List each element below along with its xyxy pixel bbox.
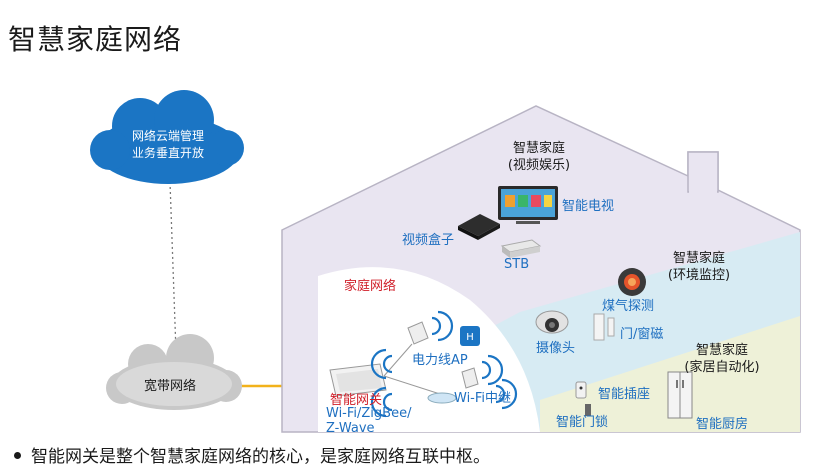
wifi-repeater-label: Wi-Fi中继 <box>454 391 512 406</box>
smart-plug-icon <box>575 381 587 399</box>
cloud-label-line2: 业务垂直开放 <box>131 146 204 160</box>
powerline-ap-icon <box>407 321 429 345</box>
gas-detector-icon <box>618 268 646 296</box>
svg-text:H: H <box>466 332 474 343</box>
entertainment-zone-label: 智慧家庭 (视频娱乐) <box>500 140 578 174</box>
door-sensor-icon <box>593 313 615 341</box>
automation-zone-subtitle: (家居自动化) <box>684 360 760 375</box>
entertainment-zone-subtitle: (视频娱乐) <box>507 158 571 173</box>
wifi-waves-icon <box>370 310 518 418</box>
bullet-dot <box>14 451 21 459</box>
router-icon <box>427 392 457 404</box>
page-title: 智慧家庭网络 <box>8 23 183 56</box>
wifi-repeater-icon <box>461 367 479 389</box>
smart-lock-icon <box>585 404 591 416</box>
homeplug-logo-icon: H <box>460 326 480 346</box>
automation-zone-label: 智慧家庭 (家居自动化) <box>676 342 768 376</box>
camera-icon <box>535 310 569 334</box>
video-box-label: 视频盒子 <box>402 233 455 248</box>
door-sensor-label: 门/窗磁 <box>620 327 664 342</box>
stb-label: STB <box>504 257 530 272</box>
smart-kitchen-label: 智能厨房 <box>696 417 749 432</box>
fridge-icon <box>667 371 693 419</box>
automation-zone-title: 智慧家庭 <box>695 343 748 358</box>
cloud-link-line <box>169 181 177 353</box>
broadband-label: 宽带网络 <box>144 379 197 394</box>
smart-tv-icon <box>498 186 558 224</box>
gas-detector-label: 煤气探测 <box>602 299 655 314</box>
entertainment-zone-title: 智慧家庭 <box>512 141 565 156</box>
gateway-protocols-label: Wi-Fi/ZigBee/ Z-Wave <box>326 406 411 436</box>
gateway-protocols-line1: Wi-Fi/ZigBee/ <box>326 406 412 421</box>
smart-plug-label: 智能插座 <box>598 387 651 402</box>
cloud-label: 网络云端管理 业务垂直开放 <box>118 128 218 162</box>
environment-zone-subtitle: (环境监控) <box>667 268 731 283</box>
cloud-management-icon <box>90 90 244 184</box>
gateway-label: 智能网关 <box>330 393 383 408</box>
gateway-protocols-line2: Z-Wave <box>326 421 375 436</box>
broadband-cloud-icon <box>106 334 242 410</box>
powerline-ap-label: 电力线AP <box>412 353 468 368</box>
camera-label: 摄像头 <box>536 341 576 356</box>
cloud-label-line1: 网络云端管理 <box>131 129 204 143</box>
bullet-point: 智能网关是整个智慧家庭网络的核心，是家庭网络互联中枢。 <box>14 442 490 467</box>
environment-zone-label: 智慧家庭 (环境监控) <box>660 250 738 284</box>
gateway-icon <box>329 363 387 397</box>
stb-icon <box>500 239 542 258</box>
environment-zone-title: 智慧家庭 <box>672 251 725 266</box>
smart-lock-label: 智能门锁 <box>556 415 609 430</box>
bullet-text: 智能网关是整个智慧家庭网络的核心，是家庭网络互联中枢。 <box>31 447 490 467</box>
video-box-icon <box>458 214 500 240</box>
smart-tv-label: 智能电视 <box>562 199 615 214</box>
home-network-label: 家庭网络 <box>344 279 397 294</box>
